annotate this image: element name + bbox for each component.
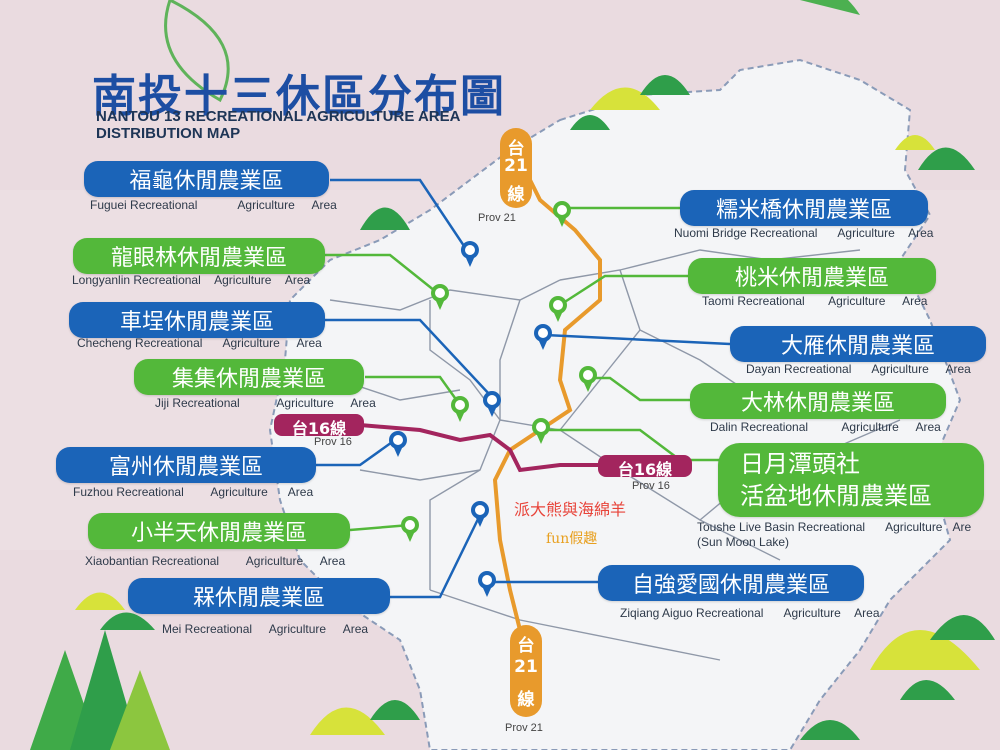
leaf-decoration	[164, 0, 230, 103]
area-en-checheng: Checheng Recreational Agriculture Area	[77, 336, 322, 350]
area-en-ziqiang-aiguo: Ziqiang Aiguo Recreational Agriculture A…	[620, 606, 880, 620]
area-label-checheng[interactable]: 車埕休閒農業區	[69, 302, 325, 338]
prov21-top-marker: 台 21 線	[500, 128, 532, 208]
prov21-top-zh2: 21	[504, 156, 528, 176]
prov21-bottom-zh2: 21	[514, 657, 538, 677]
prov16-left-en: Prov 16	[314, 436, 352, 448]
area-label-ziqiang-aiguo[interactable]: 自強愛國休閒農業區	[598, 565, 864, 601]
prov16-right-zh: 台16線	[617, 460, 673, 479]
prov21-bottom-zh3: 線	[517, 690, 535, 710]
leader-lines	[315, 178, 731, 599]
decorative-hills	[30, 0, 995, 750]
area-label-taomi[interactable]: 桃米休閒農業區	[688, 258, 936, 294]
area-en-toushe: Toushe Live Basin Recreational Agricultu…	[697, 520, 972, 534]
area-label-toushe-line1: 日月潭頭社	[740, 450, 860, 478]
prov16-road	[359, 423, 600, 473]
prov16-right-marker: 台16線	[598, 455, 692, 479]
area-en-mei: Mei Recreational Agriculture Area	[162, 622, 369, 636]
area-label-fuzhou[interactable]: 富州休閒農業區	[56, 447, 316, 483]
area-en-xiaobantian: Xiaobantian Recreational Agriculture Are…	[85, 554, 346, 568]
area-en-dayan: Dayan Recreational Agriculture Area	[746, 362, 971, 376]
page-subtitle: NANTOU 13 RECREATIONAL AGRICULTURE AREA …	[96, 108, 460, 142]
area-en-jiji: Jiji Recreational Agriculture Area	[155, 396, 376, 410]
area-label-jiji[interactable]: 集集休閒農業區	[134, 359, 364, 395]
area-label-nuomi-bridge[interactable]: 糯米橋休閒農業區	[680, 190, 928, 226]
area-en-dalin: Dalin Recreational Agriculture Area	[710, 420, 941, 434]
area-label-dalin[interactable]: 大林休閒農業區	[690, 383, 946, 419]
prov16-left-marker: 台16線	[274, 414, 364, 438]
area-en-nuomi-bridge: Nuomi Bridge Recreational Agriculture Ar…	[674, 226, 934, 240]
subtitle-line-1: NANTOU 13 RECREATIONAL AGRICULTURE AREA	[96, 108, 461, 125]
area-label-longyanlin[interactable]: 龍眼林休閒農業區	[73, 238, 325, 274]
area-label-fuguei[interactable]: 福龜休閒農業區	[84, 161, 329, 197]
area-en-fuguei: Fuguei Recreational Agriculture Area	[90, 198, 337, 212]
area-label-toushe-line2: 活盆地休閒農業區	[740, 482, 932, 510]
watermark-line2: fun假趣	[546, 531, 598, 547]
prov21-bottom-zh1: 台	[517, 636, 535, 656]
prov16-left-zh: 台16線	[291, 419, 347, 438]
prov21-top-zh1: 台	[507, 139, 525, 159]
prov21-road	[492, 159, 602, 681]
area-label-dayan[interactable]: 大雁休閒農業區	[730, 326, 986, 362]
area-en-taomi: Taomi Recreational Agriculture Area	[702, 294, 928, 308]
area-en-longyanlin: Longyanlin Recreational Agriculture Area	[72, 273, 311, 287]
prov21-top-zh3: 線	[507, 185, 525, 205]
area-label-toushe[interactable]: 日月潭頭社 活盆地休閒農業區	[718, 443, 984, 517]
prov21-top-en: Prov 21	[478, 212, 516, 224]
prov21-bottom-en: Prov 21	[505, 722, 543, 734]
prov21-bottom-marker: 台 21 線	[510, 625, 542, 717]
area-en-fuzhou: Fuzhou Recreational Agriculture Area	[73, 485, 314, 499]
page-title: 南投十三休區分布圖	[92, 71, 506, 122]
area-label-xiaobantian[interactable]: 小半天休閒農業區	[88, 513, 350, 549]
area-label-mei[interactable]: 槑休閒農業區	[128, 578, 390, 614]
watermark-line1: 派大熊與海綿羊	[514, 500, 627, 519]
location-pins	[389, 201, 597, 597]
area-en-toushe-sub: (Sun Moon Lake)	[697, 535, 790, 549]
subtitle-line-2: DISTRIBUTION MAP	[96, 125, 241, 142]
prov16-right-en: Prov 16	[632, 480, 670, 492]
